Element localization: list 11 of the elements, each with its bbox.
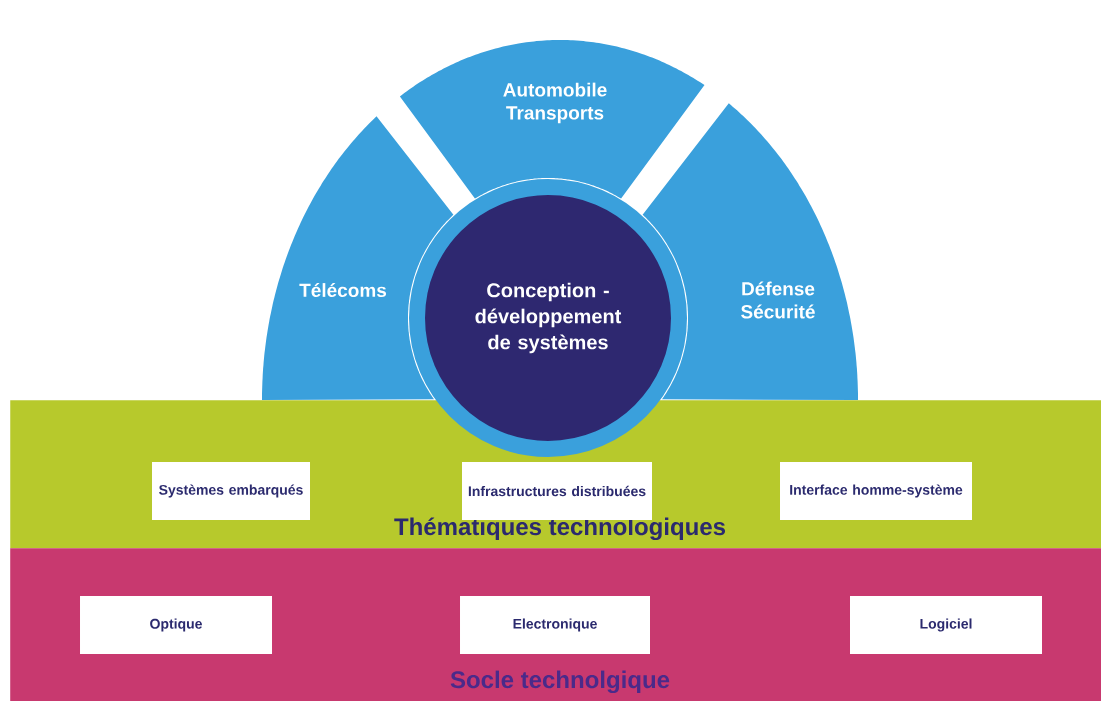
sector: Défense Sécurité <box>642 103 858 400</box>
topic-box: Interface homme-système <box>780 462 972 520</box>
topic-box: Infrastructures distribuées <box>462 462 652 520</box>
sector: Télécoms <box>262 116 454 400</box>
topic-box: Electronique <box>460 596 650 654</box>
sector: Automobile Transports <box>399 40 705 199</box>
topic-box: Optique <box>80 596 272 654</box>
topic-box: Systèmes embarqués <box>152 462 310 520</box>
band-heading: Thématiques technologiques <box>394 517 726 541</box>
band-heading: Socle technolgique <box>450 670 670 694</box>
topic-box: Logiciel <box>850 596 1042 654</box>
